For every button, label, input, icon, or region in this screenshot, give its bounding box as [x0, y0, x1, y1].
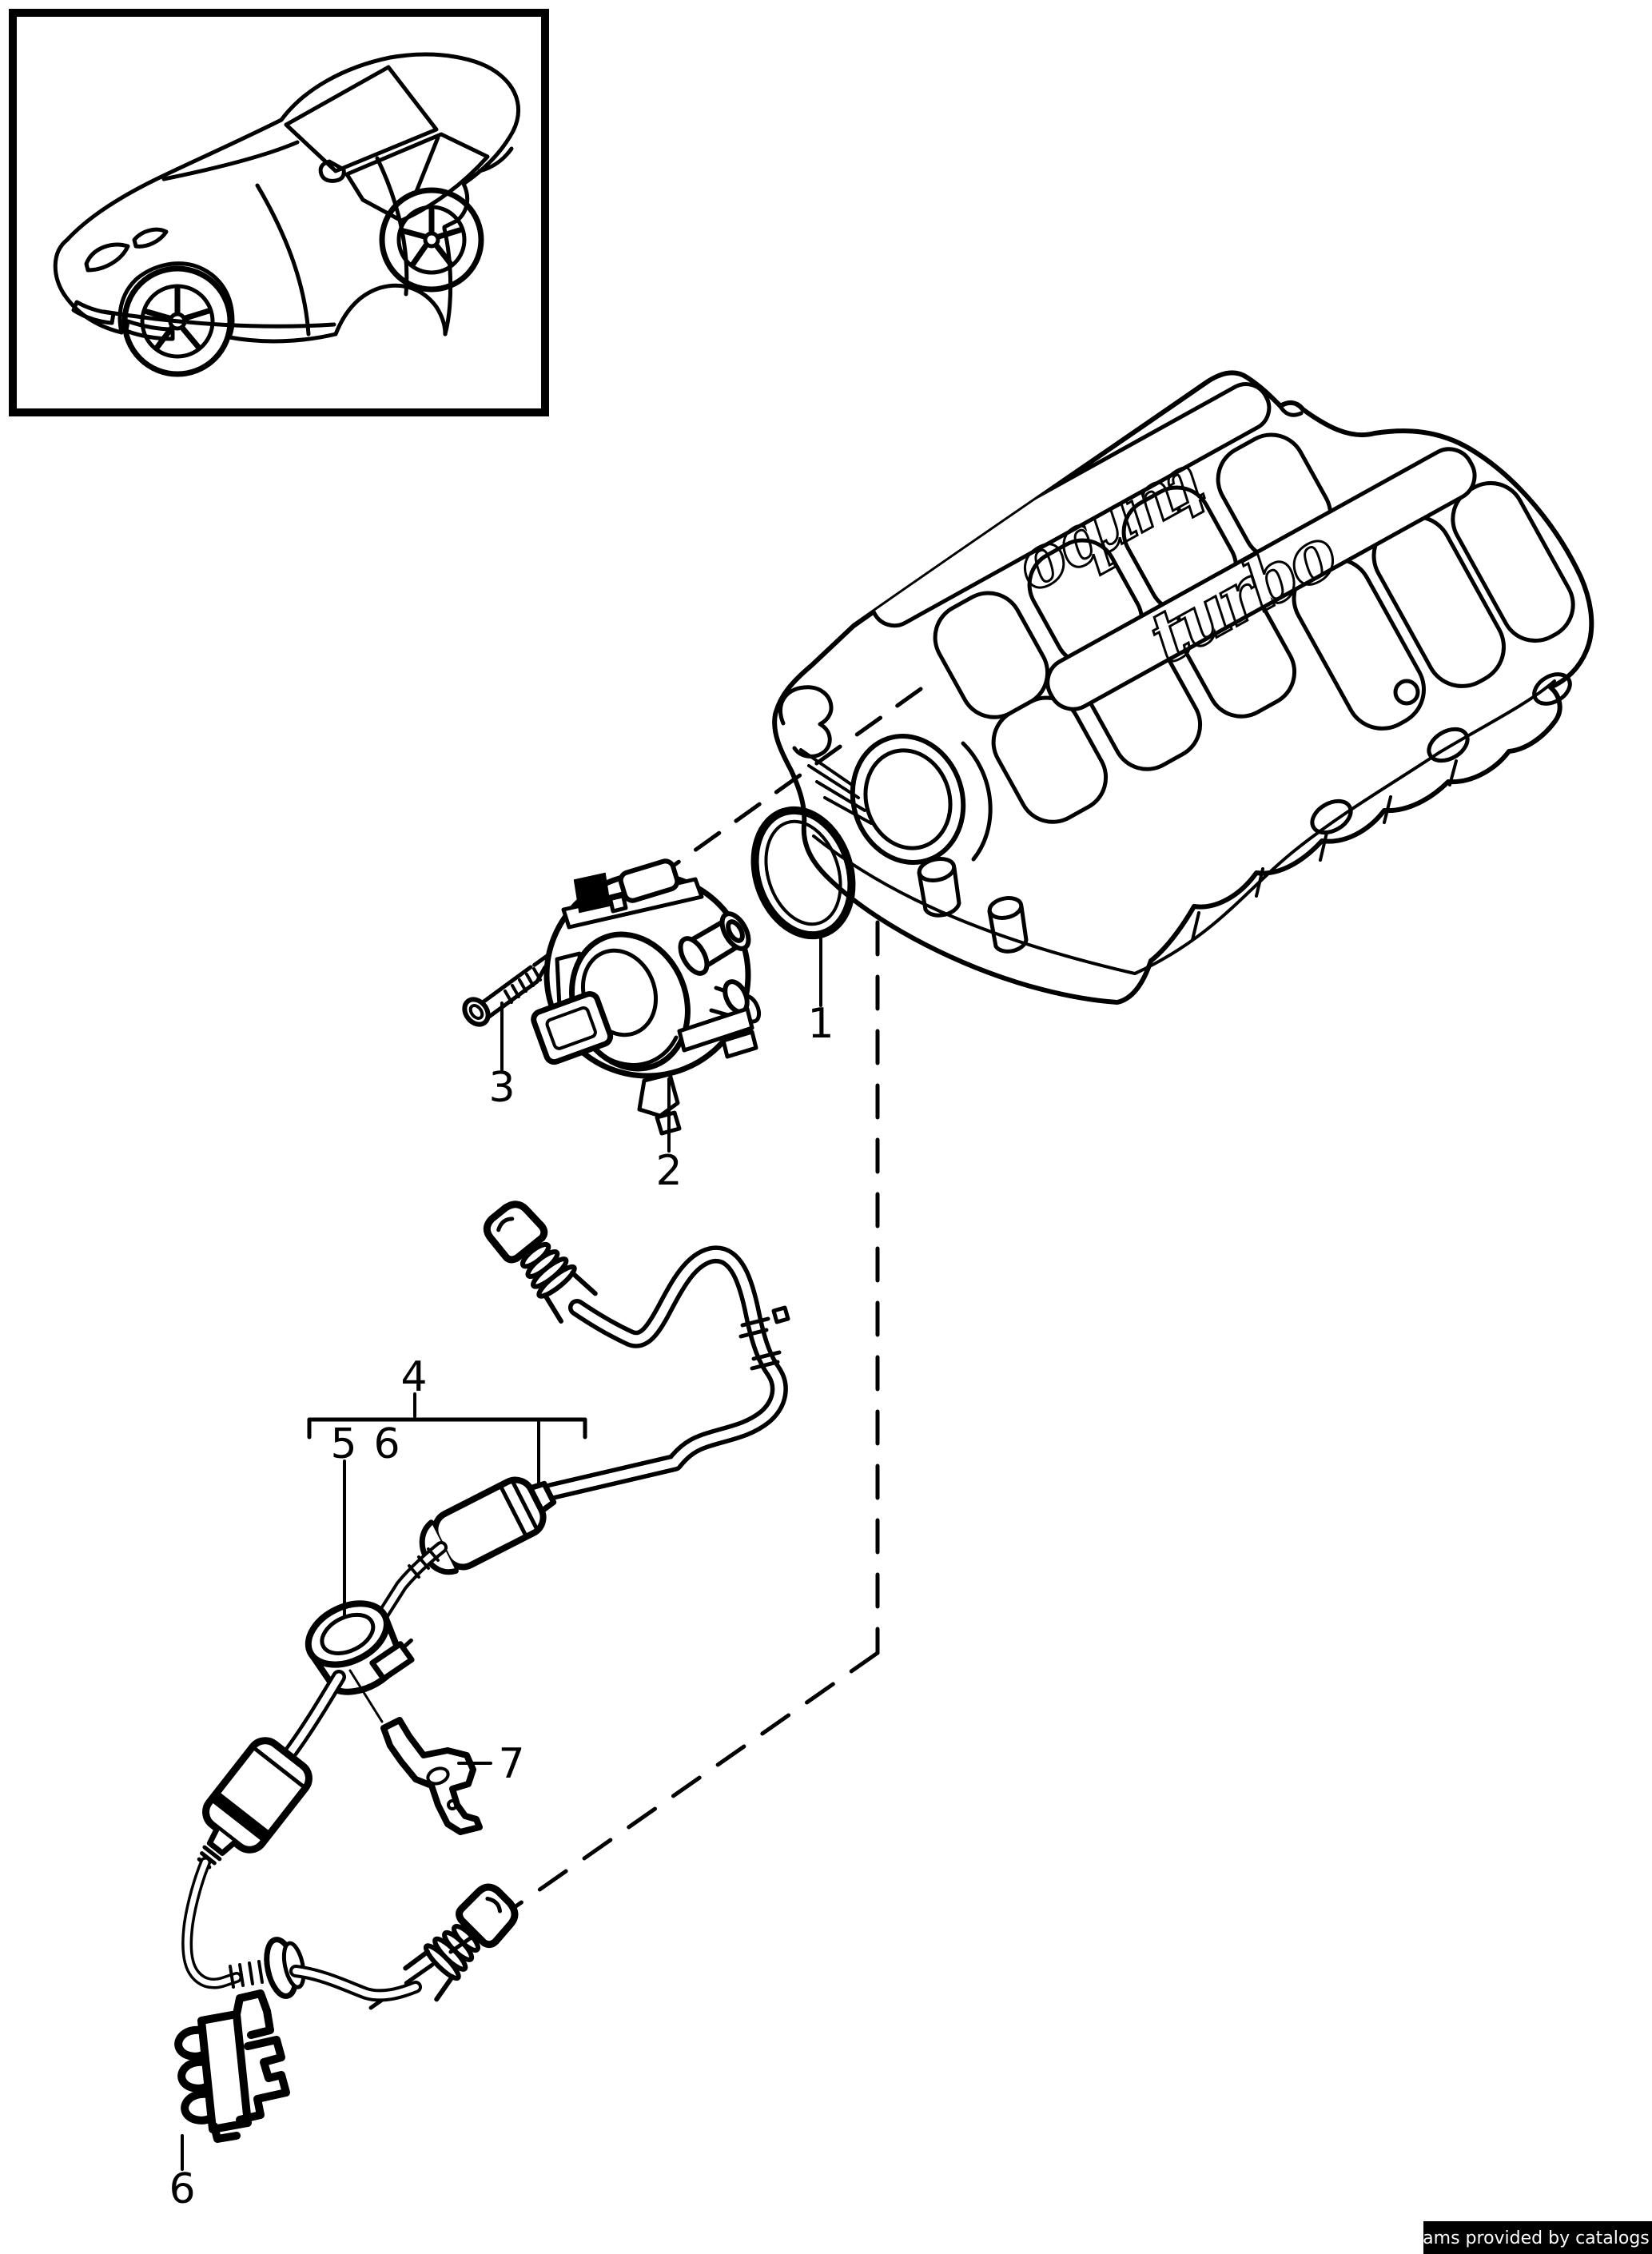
vacuum-line-assembly — [181, 1201, 790, 2002]
bracket-pointer-line — [348, 1669, 384, 1723]
footer-bar: Diagrams provided by catalogs parts — [1375, 2221, 1652, 2254]
seal-ring — [750, 806, 856, 940]
quick-connector-top — [483, 1201, 598, 1324]
hose-sleeve — [738, 1305, 790, 1371]
hose-clamp — [305, 1600, 415, 1695]
quick-connector-bottom — [403, 1883, 519, 2002]
callout-6-retaining-clip[interactable]: 6 — [169, 2165, 195, 2213]
mounting-bracket — [348, 1669, 483, 1835]
callout-labels: 1 2 3 4 5 6 7 6 — [169, 1000, 834, 2213]
intake-manifold: turbo turbo — [772, 370, 1594, 1005]
inline-filter — [197, 1737, 312, 1870]
callout-4-vacuum-line[interactable]: 4 — [400, 1353, 427, 1401]
car-inset — [9, 9, 549, 416]
footer-background — [1423, 2221, 1652, 2254]
screw — [462, 965, 547, 1027]
callout-3-screw[interactable]: 3 — [488, 1064, 515, 1112]
callout-5-clamp[interactable]: 5 — [330, 1420, 356, 1468]
callout-1-seal-ring[interactable]: 1 — [807, 1000, 834, 1048]
callout-6-clip[interactable]: 6 — [373, 1420, 400, 1468]
callout-7-bracket[interactable]: 7 — [498, 1740, 524, 1788]
throttle-body — [531, 858, 762, 1136]
manifold-throttle-bore — [778, 685, 1029, 954]
callout-2-throttle-body[interactable]: 2 — [655, 1147, 682, 1195]
manifold-top-details: turbo turbo — [869, 382, 1575, 824]
retaining-clip — [174, 1989, 290, 2143]
callout-leader-lines — [181, 935, 822, 2171]
footer-credit-text: Diagrams provided by catalogs parts — [1375, 2228, 1652, 2248]
car-wheels — [121, 187, 484, 377]
